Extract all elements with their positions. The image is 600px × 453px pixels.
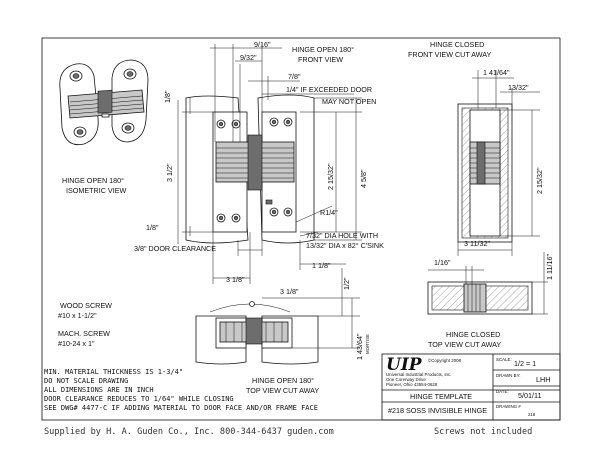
front-closed-view: HINGE CLOSED FRONT VIEW CUT AWAY 1 41/64…	[408, 40, 544, 256]
dim-1-16: 1/16"	[434, 258, 451, 267]
supplier-footer: Supplied by H. A. Guden Co., Inc. 800-34…	[44, 427, 334, 437]
front-open-title-2: FRONT VIEW	[298, 55, 343, 64]
dim-1-1-8: 1 1/8"	[312, 261, 331, 270]
screw-specs: WOOD SCREW #10 x 1-1/2" MACH. SCREW #10-…	[58, 301, 112, 348]
dim-3-1-8-front: 3 1/8"	[226, 275, 245, 284]
front-open-title-1: HINGE OPEN 180°	[292, 45, 354, 54]
iso-view-title-1: HINGE OPEN 180°	[62, 176, 124, 185]
scale-label: SCALE:	[496, 357, 512, 362]
dim-3-11-32: 3 11/32"	[464, 239, 490, 248]
note-2: DO NOT SCALE DRAWING	[44, 377, 128, 385]
mach-screw-title: MACH. SCREW	[58, 329, 110, 338]
isometric-view: HINGE OPEN 180° ISOMETRIC VIEW	[59, 59, 149, 195]
general-notes: MIN. MATERIAL THICKNESS IS 1-3/4" DO NOT…	[44, 368, 318, 412]
note-4: DOOR CLEARANCE REDUCES TO 1/64" WHILE CL…	[44, 395, 234, 403]
dim-1-4-note: 1/4" IF EXCEEDED DOOR	[286, 85, 372, 94]
top-open-title-2: TOP VIEW CUT AWAY	[246, 386, 319, 395]
copyright: ©Copyright 2008	[428, 358, 462, 363]
note-3: ALL DIMENSIONS ARE IN INCH	[44, 386, 154, 394]
mortise-label: MORTISE	[365, 334, 370, 354]
hole-note-2: 13/32" DIA x 82° C'SINK	[306, 241, 384, 250]
top-closed-view: 1/16" 1 11/16" HINGE CLOSED TOP VIEW CUT…	[427, 252, 554, 349]
title-block: UIP ©Copyright 2008 Universal Industrial…	[381, 353, 561, 421]
dim-13-32: 13/32"	[508, 83, 529, 92]
dim-2-15-32-right: 2 15/32"	[535, 167, 544, 194]
note-5: SEE DWG# 4477-C IF ADDING MATERIAL TO DO…	[44, 404, 318, 412]
dim-1-8-bottom: 1/8"	[146, 223, 159, 232]
template-title: HINGE TEMPLATE	[410, 392, 472, 401]
drawing-number-value: 218	[528, 412, 536, 417]
wood-screw-title: WOOD SCREW	[60, 301, 112, 310]
wood-screw-size: #10 x 1-1/2"	[58, 311, 97, 320]
front-closed-title-1: HINGE CLOSED	[430, 40, 484, 49]
date-value: 5/01/11	[518, 391, 541, 400]
company-address-1: One Corerway Drive	[386, 377, 426, 382]
drawing-number-label: DRAWING #	[496, 404, 521, 409]
dim-1-43-64: 1 43/64"	[355, 333, 364, 360]
company-address-2: Pioneer, Ohio 43554-0628	[386, 382, 438, 387]
mach-screw-size: #10-24 x 1"	[58, 339, 95, 348]
scale-value: 1/2 = 1	[514, 359, 536, 368]
dim-1-8-top: 1/8"	[163, 90, 172, 103]
dim-3-1-8-top: 3 1/8"	[280, 287, 299, 296]
dim-1-11-16: 1 11/16"	[545, 254, 554, 280]
top-closed-title-2: TOP VIEW CUT AWAY	[428, 340, 501, 349]
dim-7-8: 7/8"	[288, 72, 301, 81]
dim-4-5-8: 4 5/8"	[359, 169, 368, 188]
dim-9-32: 9/32"	[240, 53, 257, 62]
date-label: DATE:	[496, 389, 509, 394]
door-clearance: 3/8" DOOR CLEARANCE	[134, 244, 216, 253]
company-name: Universal Industrial Products, Inc.	[386, 372, 451, 377]
dim-1-41-64: 1 41/64"	[483, 68, 510, 77]
dim-3-1-2: 3 1/2"	[165, 163, 174, 182]
front-open-view: HINGE OPEN 180° FRONT VIEW 9/16" 9/32" 7…	[134, 40, 384, 284]
screws-footer: Screws not included	[434, 427, 532, 437]
dim-2-15-32: 2 15/32"	[326, 163, 335, 190]
product-name: #218 SOSS INVISIBLE HINGE	[388, 406, 487, 415]
drawn-by-value: LHH	[536, 375, 550, 384]
hole-note-1: 7/32" DIA HOLE WITH	[306, 231, 378, 240]
drawn-by-label: DRAWN BY:	[496, 373, 520, 378]
top-open-view: 1/2" 1 43/64" MORTISE 3 1/8" HINGE OPEN …	[195, 268, 370, 395]
note-1: MIN. MATERIAL THICKNESS IS 1-3/4"	[44, 368, 183, 376]
dim-r-1-4: R1/4"	[320, 208, 338, 217]
iso-view-title-2: ISOMETRIC VIEW	[66, 186, 127, 195]
company-logo: UIP	[386, 355, 423, 375]
front-closed-title-2: FRONT VIEW CUT AWAY	[408, 50, 492, 59]
top-closed-title-1: HINGE CLOSED	[446, 330, 500, 339]
dim-1-2: 1/2"	[342, 277, 351, 290]
top-open-title-1: HINGE OPEN 180°	[252, 376, 314, 385]
dim-9-16: 9/16"	[254, 40, 271, 49]
drawing-border	[41, 37, 561, 421]
dim-1-4-note-2: MAY NOT OPEN	[322, 97, 376, 106]
